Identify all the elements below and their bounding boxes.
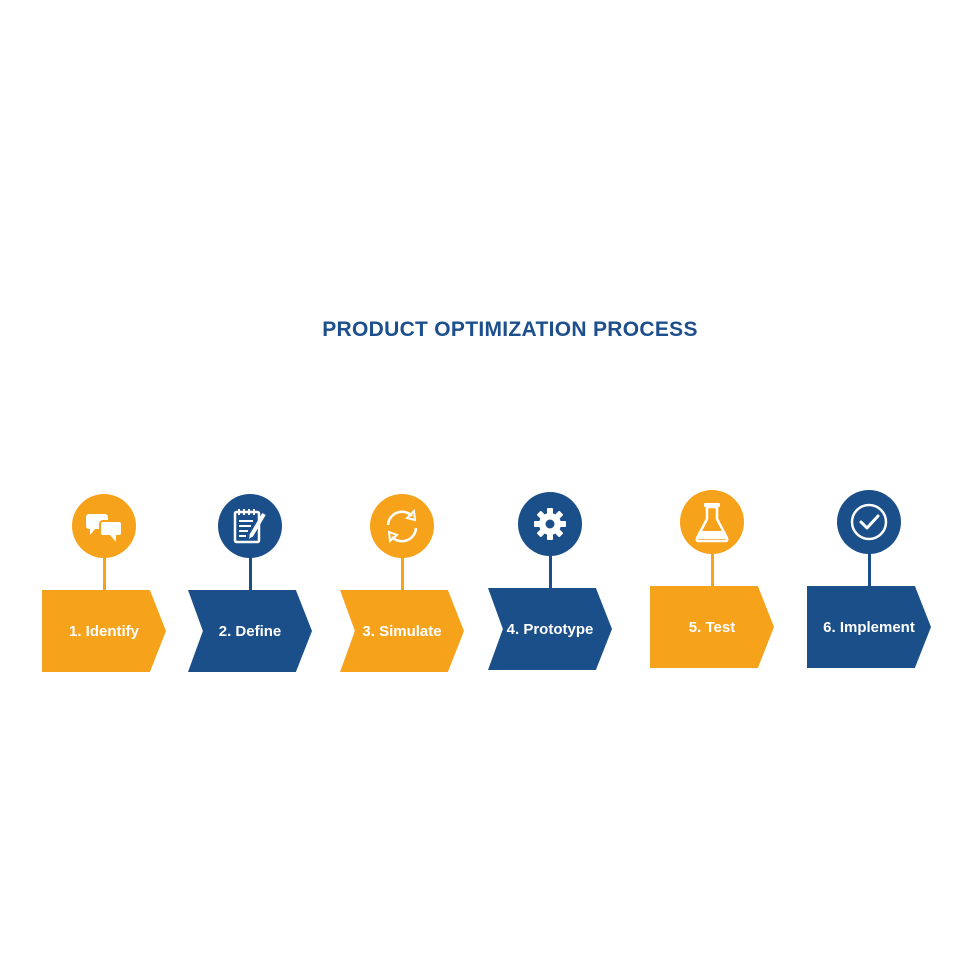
step-identify-connector [103, 556, 106, 594]
step-define-circle [218, 494, 282, 558]
step-define-connector [249, 556, 252, 594]
step-define: 2. Define [188, 494, 312, 684]
step-identify: 1. Identify [42, 494, 166, 684]
checkmark-circle-icon [850, 503, 888, 541]
step-identify-chevron [42, 590, 166, 672]
step-test-connector [711, 552, 714, 590]
step-prototype-circle [518, 492, 582, 556]
step-define-label: 2. Define [218, 622, 282, 640]
step-implement-chevron [807, 586, 931, 668]
step-test-label: 5. Test [688, 618, 736, 636]
step-define-chevron [188, 590, 312, 672]
diagram-title: PRODUCT OPTIMIZATION PROCESS [322, 318, 698, 341]
step-identify-circle [72, 494, 136, 558]
gear-icon [534, 508, 566, 540]
flask-icon [695, 503, 729, 543]
step-test-circle [680, 490, 744, 554]
refresh-arrows-icon [386, 508, 418, 543]
step-prototype-connector [549, 554, 552, 592]
step-implement: 6. Implement [807, 490, 931, 680]
notepad-pencil-icon [233, 509, 266, 544]
step-simulate-connector [401, 556, 404, 594]
step-simulate-chevron [340, 590, 464, 672]
step-implement-circle [837, 490, 901, 554]
step-identify-label: 1. Identify [68, 622, 139, 640]
step-implement-connector [868, 552, 871, 590]
step-prototype: 4. Prototype [488, 492, 612, 682]
step-simulate: 3. Simulate [340, 494, 464, 684]
step-simulate-circle [370, 494, 434, 558]
step-test: 5. Test [650, 490, 774, 680]
step-prototype-chevron [488, 588, 612, 670]
step-simulate-label: 3. Simulate [362, 622, 442, 640]
chat-bubbles-icon [86, 514, 123, 542]
step-test-chevron [650, 586, 774, 668]
step-implement-label: 6. Implement [823, 618, 915, 636]
step-prototype-label: 4. Prototype [506, 620, 594, 638]
